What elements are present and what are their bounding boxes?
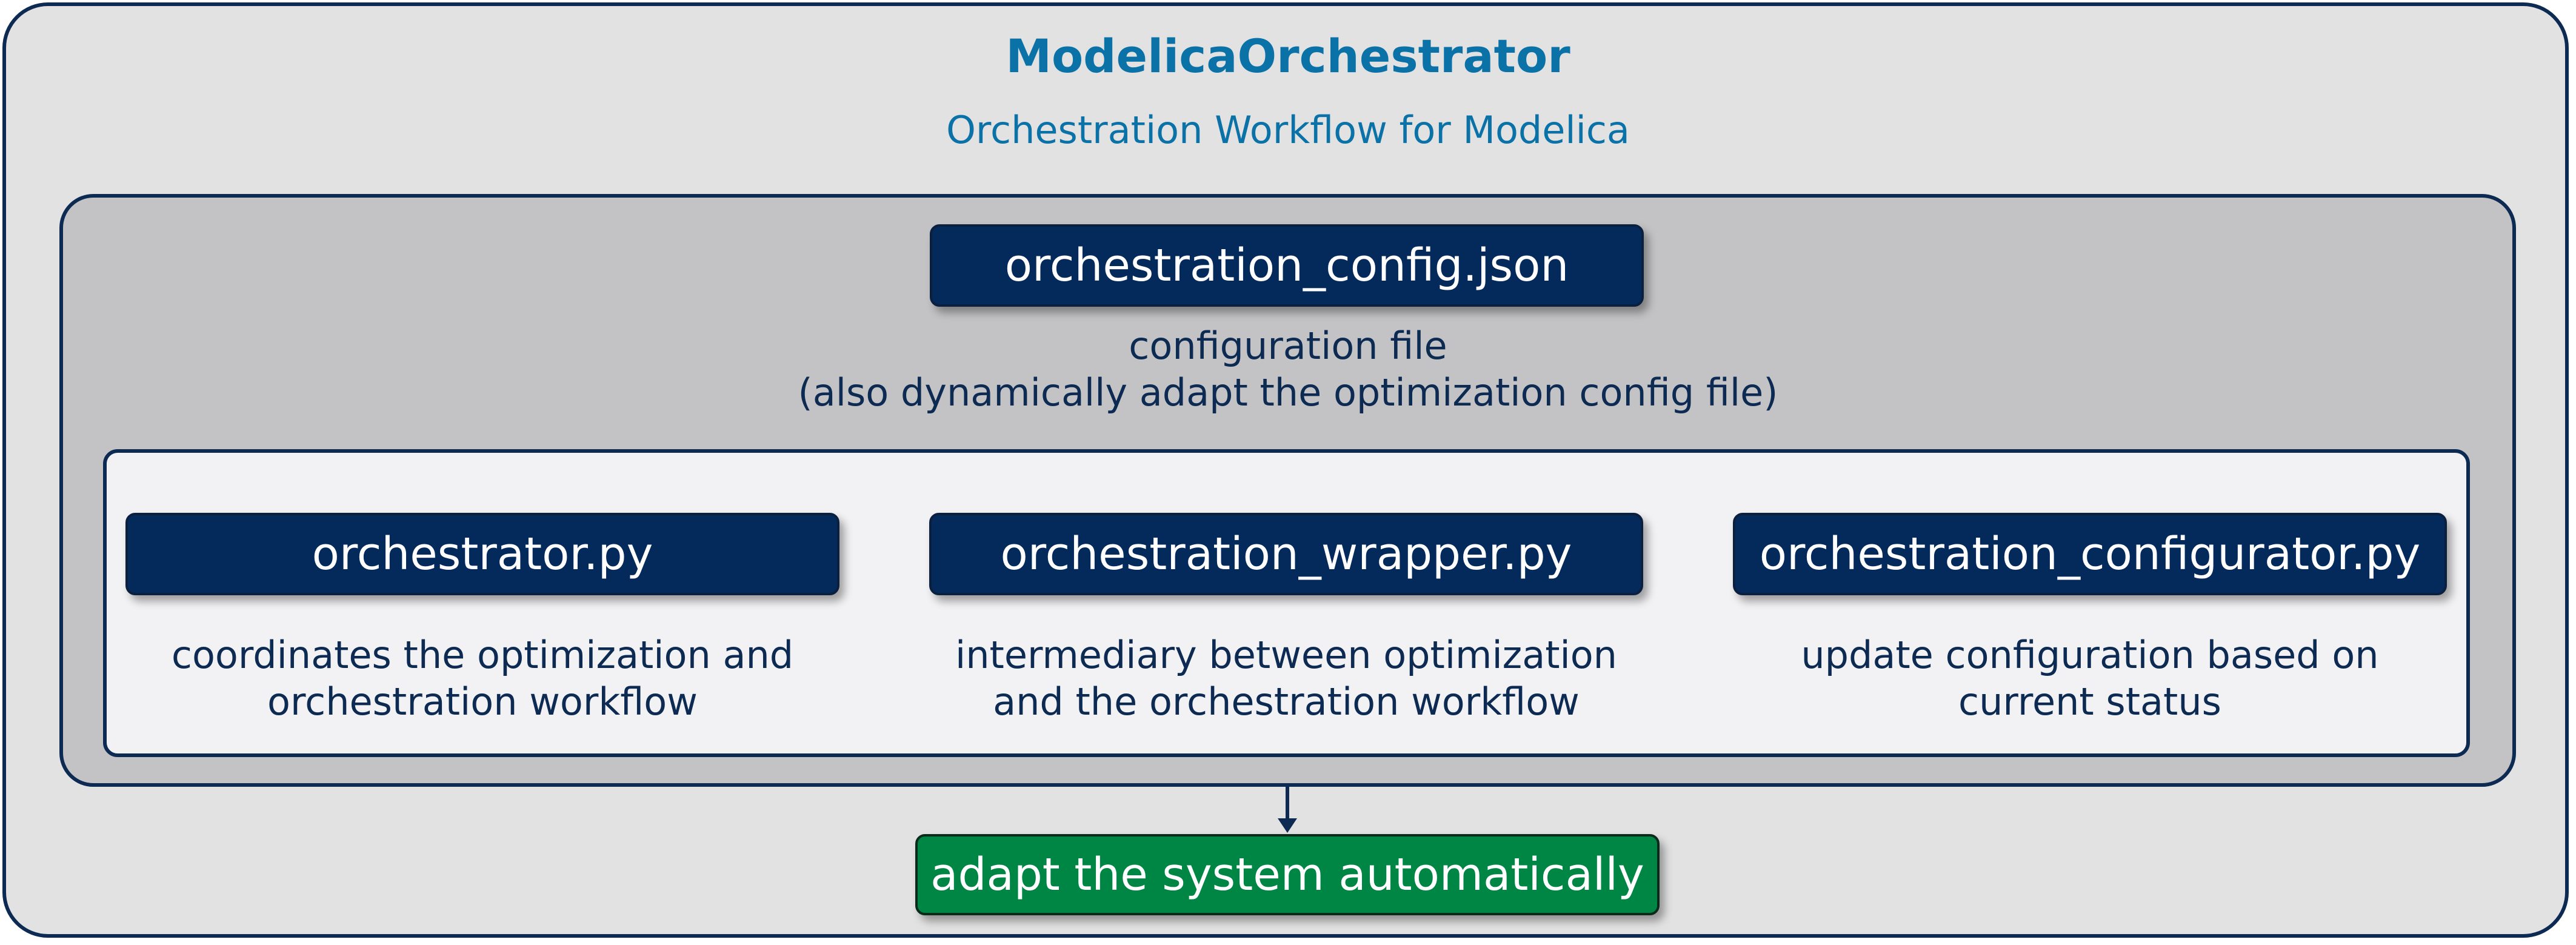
orchestrator-py-box: orchestrator.py — [125, 513, 839, 595]
orchestrator-py-description-line-2: orchestration workflow — [267, 680, 698, 724]
components-panel — [103, 449, 2470, 757]
orchestration-wrapper-py-description-line-1: intermediary between optimization — [955, 633, 1617, 677]
orchestrator-py-description-line-1: coordinates the optimization and — [171, 633, 794, 677]
config-json-box: orchestration_config.json — [930, 224, 1644, 307]
config-json-description-line-2: (also dynamically adapt the optimization… — [798, 370, 1778, 415]
orchestration-configurator-py-box: orchestration_configurator.py — [1733, 513, 2447, 595]
orchestrator-py-description: coordinates the optimization and orchest… — [119, 632, 846, 725]
orchestration-configurator-py-description-line-2: current status — [1958, 680, 2221, 724]
orchestration-wrapper-py-description: intermediary between optimization and th… — [923, 632, 1650, 725]
diagram-subtitle: Orchestration Workflow for Modelica — [946, 108, 1630, 152]
adapt-system-box: adapt the system automatically — [915, 834, 1660, 915]
orchestration-configurator-py-description-line-1: update configuration based on — [1801, 633, 2379, 677]
config-json-description: configuration file (also dynamically ada… — [606, 322, 1970, 416]
diagram-title: ModelicaOrchestrator — [1006, 29, 1570, 83]
orchestration-wrapper-py-box: orchestration_wrapper.py — [929, 513, 1643, 595]
config-json-description-line-1: configuration file — [1129, 324, 1447, 368]
orchestration-configurator-py-description: update configuration based on current st… — [1726, 632, 2454, 725]
orchestration-wrapper-py-description-line-2: and the orchestration workflow — [993, 680, 1580, 724]
